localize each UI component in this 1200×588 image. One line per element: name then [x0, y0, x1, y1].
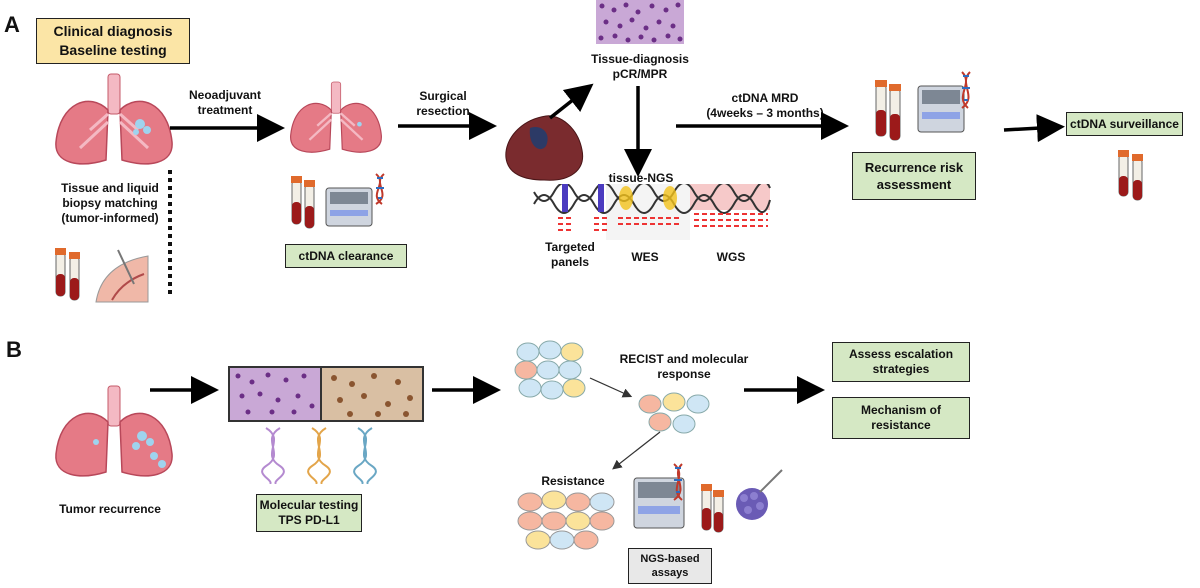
arrow-tissue-diagnosis [548, 83, 594, 120]
cell-cluster-icon [514, 340, 586, 400]
arrow-response-thin [589, 377, 633, 398]
targeted-panels-label: Targeted panels [545, 240, 595, 269]
ctdna-surveillance-box: ctDNA surveillance [1066, 112, 1183, 136]
histology-strip [228, 366, 424, 422]
recurrence-risk-box: Recurrence risk assessment [852, 152, 976, 200]
arrow-resistance-thin [612, 431, 661, 470]
recist-label: RECIST and molecular response [619, 352, 749, 381]
lung-recurrence-illustration [55, 385, 173, 477]
tissue-liquid-biopsy-label: Tissue and liquid biopsy matching (tumor… [61, 181, 159, 225]
panel-a-label: A [4, 12, 20, 37]
resistance-label: Resistance [541, 474, 605, 488]
lung-illustration-2 [290, 81, 382, 153]
escalation-strategies-box: Assess escalation strategies [832, 342, 970, 382]
neoadjuvant-label: Neoadjuvant treatment [188, 88, 261, 117]
wgs-label: WGS [716, 250, 746, 264]
sequencer-icon-2 [875, 71, 971, 141]
blood-tubes-icon [55, 248, 149, 303]
panel-b-label: B [6, 337, 22, 362]
blood-tubes-icon-2 [1118, 150, 1143, 201]
histology-image [596, 0, 684, 44]
dna-helix-icons [261, 427, 377, 484]
surgical-resection-label: Surgical resection [416, 89, 470, 118]
tissue-diagnosis-label: Tissue-diagnosis pCR/MPR [591, 52, 689, 81]
cell-cluster-icon-2 [638, 392, 710, 434]
tumor-recurrence-label: Tumor recurrence [59, 502, 161, 516]
molecular-testing-box: Molecular testing TPS PD-L1 [256, 494, 362, 532]
dotted-divider [168, 170, 172, 296]
ctdna-mrd-label: ctDNA MRD (4weeks – 3 months) [706, 91, 824, 120]
wes-label: WES [631, 250, 659, 264]
sequencing-dna-strands [533, 184, 771, 240]
resistant-cell-cluster-icon [517, 490, 615, 550]
mechanism-resistance-box: Mechanism of resistance [832, 397, 970, 439]
ngs-assays-box: NGS-based assays [628, 548, 712, 584]
sequencer-icon [291, 173, 385, 229]
clinical-diagnosis-box: Clinical diagnosis Baseline testing [36, 18, 190, 64]
arrow-surveillance [1003, 114, 1065, 143]
lung-illustration [55, 73, 173, 165]
ngs-equipment-icon [633, 463, 783, 533]
resected-tissue-icon [505, 115, 584, 181]
ctdna-clearance-box: ctDNA clearance [285, 244, 407, 268]
